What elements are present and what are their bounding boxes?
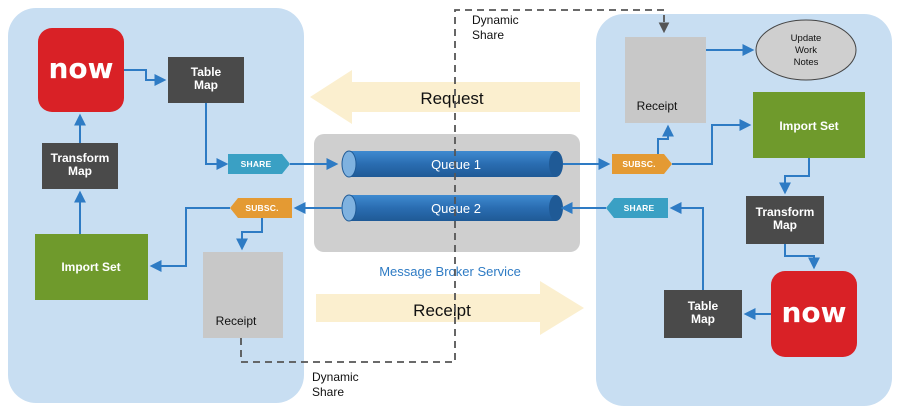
left-share-tag (228, 154, 290, 174)
left-receipt-box (203, 252, 283, 338)
receipt-arrow-label: Receipt (413, 301, 471, 320)
right-logo-text: now (781, 296, 846, 329)
left-subsc-tag (230, 198, 292, 218)
right-import-to-transform-connector (779, 158, 810, 195)
right-table-to-share-connector (669, 202, 704, 290)
right-servicenow-logo (771, 271, 857, 357)
left-logo-text: now (48, 52, 113, 85)
left-subsc-tag-label: SUBSC. (245, 203, 278, 213)
queue-1-label: Queue 1 (431, 157, 481, 172)
queue-1: Queue 1 (341, 150, 563, 178)
left-receipt-label: Receipt (216, 314, 257, 328)
request-label: Request (420, 89, 484, 108)
left-import-set-box (35, 234, 148, 300)
right-import-set-label: Import Set (779, 119, 838, 133)
update-work-notes-ellipse (755, 19, 857, 81)
right-subsc-to-receipt-connector (657, 124, 674, 154)
receipt-arrow (316, 281, 584, 335)
left-import-set-label: Import Set (61, 260, 120, 274)
right-receipt-label: Receipt (637, 99, 678, 113)
left-transform-map-box (42, 143, 118, 189)
queue-2-label: Queue 2 (431, 201, 481, 216)
queue-2: Queue 2 (341, 194, 563, 222)
dynamic-share-path (240, 9, 670, 363)
right-subsc-tag-label: SUBSC. (622, 159, 655, 169)
right-transform-map-box (746, 196, 824, 244)
left-table-to-share-connector (205, 103, 229, 170)
right-transform-to-logo-connector (784, 244, 820, 270)
left-subsc-to-receipt-connector (236, 218, 263, 251)
left-servicenow-logo (38, 28, 124, 112)
right-receipt-box (625, 37, 706, 123)
message-broker-label: Message Broker Service (379, 264, 521, 279)
right-subsc-to-import-connector (672, 119, 752, 165)
right-import-set-box (753, 92, 865, 158)
right-share-tag (606, 198, 668, 218)
left-table-map-box (168, 57, 244, 103)
request-arrow (310, 70, 580, 124)
right-share-tag-label: SHARE (624, 203, 655, 213)
left-share-tag-label: SHARE (241, 159, 272, 169)
right-table-map-box (664, 290, 742, 338)
right-subsc-tag (612, 154, 672, 174)
left-logo-to-table-connector (124, 69, 167, 86)
left-subsc-to-import-connector (149, 207, 230, 272)
